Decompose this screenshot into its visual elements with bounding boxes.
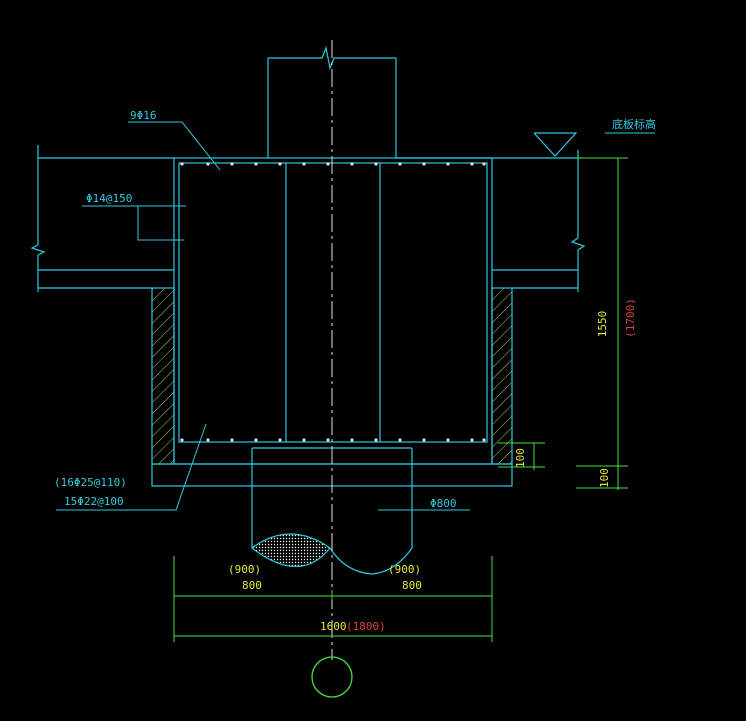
pile-dia-label: Φ800 (430, 497, 457, 510)
rebar-dot (278, 162, 282, 166)
rebar-dot (482, 438, 486, 442)
rebar-dot (398, 162, 402, 166)
rebar-dot (302, 162, 306, 166)
rebar-dot (374, 438, 378, 442)
rebar-dot (422, 162, 426, 166)
elevation-symbol (533, 132, 578, 157)
rebar-dot (278, 438, 282, 442)
slab-left (30, 145, 174, 292)
pile-cap-body (173, 157, 493, 465)
rebar-dot (326, 162, 330, 166)
right-half-label: 800 (402, 579, 422, 592)
rebar-dot (470, 438, 474, 442)
rebar-dot (398, 438, 402, 442)
pile-plan-circle (311, 656, 353, 698)
height-alt-label: (1700) (624, 298, 637, 338)
rebar-dot (206, 438, 210, 442)
top-rebar-label: 9Φ16 (130, 109, 157, 122)
rebar-dot (254, 438, 258, 442)
rebar-dot (206, 162, 210, 166)
slab-right (396, 150, 586, 292)
rebar-dot (350, 162, 354, 166)
total-width-label: 1600 (320, 620, 347, 633)
side-walls (151, 287, 513, 465)
right-half-alt-label: (900) (388, 563, 421, 576)
rebar-dot (446, 162, 450, 166)
rebar-dot (422, 438, 426, 442)
total-width-alt-label: (1800) (346, 620, 386, 633)
rebar-dot (446, 438, 450, 442)
cover-upper-label: 100 (514, 448, 527, 468)
rebar-dot (254, 162, 258, 166)
rebar-dot (230, 162, 234, 166)
stirrup-label: Φ14@150 (86, 192, 132, 205)
left-half-alt-label: (900) (228, 563, 261, 576)
rebar-dot (180, 438, 184, 442)
rebar-dot (350, 438, 354, 442)
elevation-label: 底板标高 (612, 117, 656, 131)
leader-lines (56, 121, 655, 511)
rebar-dot (302, 438, 306, 442)
rebar-dot (230, 438, 234, 442)
left-half-label: 800 (242, 579, 262, 592)
rebar-dot (180, 162, 184, 166)
rebar-dot (470, 162, 474, 166)
rebar-dot (482, 162, 486, 166)
bottom-rebar-label: 15Φ22@100 (64, 495, 124, 508)
dimension-lines (173, 157, 628, 642)
rebar-dot (326, 438, 330, 442)
cover-lower-label: 100 (598, 468, 611, 488)
rebar-dot (374, 162, 378, 166)
height-main-label: 1550 (596, 311, 609, 338)
rebar-dots (180, 162, 486, 442)
bottom-rebar-alt-label: (16Φ25@110) (54, 476, 127, 489)
column (267, 45, 397, 158)
